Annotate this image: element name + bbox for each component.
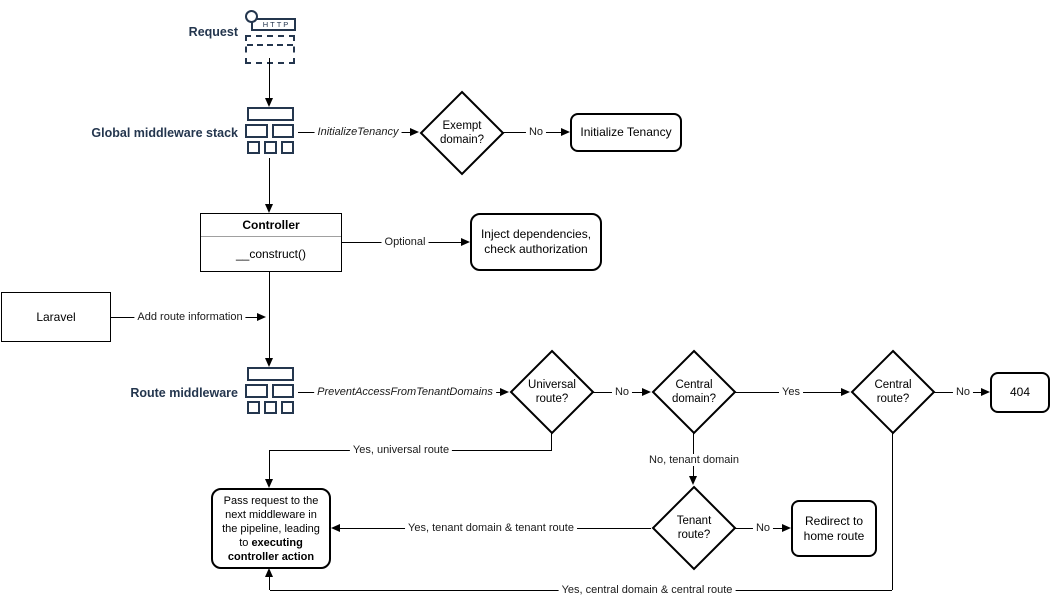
decision-label: Universal route? bbox=[528, 378, 576, 405]
arrowhead bbox=[461, 238, 470, 246]
middleware-stack-icon bbox=[245, 107, 296, 157]
controller-title: Controller bbox=[201, 214, 341, 237]
http-label: HTTP bbox=[251, 18, 296, 31]
arrowhead bbox=[331, 524, 340, 532]
arrowhead bbox=[981, 388, 990, 396]
global-middleware-label: Global middleware stack bbox=[91, 126, 238, 140]
arrowhead bbox=[689, 476, 697, 485]
decision-label: Central domain? bbox=[671, 378, 717, 405]
decision-label: Tenant route? bbox=[676, 514, 712, 541]
decision-exempt-domain: Exempt domain? bbox=[419, 90, 505, 176]
http-request-icon: HTTP bbox=[245, 8, 297, 64]
request-label: Request bbox=[188, 25, 238, 39]
middleware-stack-icon bbox=[245, 367, 296, 417]
arrowhead bbox=[265, 568, 273, 577]
label-optional: Optional bbox=[381, 236, 429, 248]
arrowhead bbox=[265, 358, 273, 367]
dashed-divider bbox=[247, 44, 293, 46]
arrowhead bbox=[265, 479, 273, 488]
controller-constructor: __construct() bbox=[235, 247, 307, 261]
redirect-home-node: Redirect to home route bbox=[791, 500, 877, 557]
label-add-route-information: Add route information bbox=[134, 311, 246, 323]
dashed-body bbox=[245, 35, 295, 64]
arrowhead bbox=[410, 128, 419, 136]
diamond-shape bbox=[651, 349, 737, 435]
arrowhead bbox=[782, 524, 791, 532]
diamond-shape bbox=[509, 349, 595, 435]
inject-dependencies-node: Inject dependencies, check authorization bbox=[470, 213, 602, 271]
label-central-domain-no: No, tenant domain bbox=[646, 454, 742, 466]
pass-request-text: Pass request to the next middleware in t… bbox=[222, 494, 320, 563]
label-universal-no: No bbox=[611, 386, 633, 398]
decision-central-route: Central route? bbox=[850, 349, 936, 435]
initialize-tenancy-node: Initialize Tenancy bbox=[570, 113, 682, 152]
pass-request-node: Pass request to the next middleware in t… bbox=[211, 488, 331, 569]
diamond-shape bbox=[850, 349, 936, 435]
label-prevent-access-middleware: PreventAccessFromTenantDomains bbox=[314, 386, 496, 398]
arrowhead bbox=[265, 204, 273, 213]
label-tenant-yes: Yes, tenant domain & tenant route bbox=[405, 522, 577, 534]
decision-universal-route: Universal route? bbox=[509, 349, 595, 435]
404-node: 404 bbox=[990, 372, 1050, 413]
label-central-domain-yes: Yes bbox=[779, 386, 803, 398]
decision-tenant-route: Tenant route? bbox=[651, 485, 737, 571]
label-tenant-no: No bbox=[752, 522, 774, 534]
label-initialize-tenancy-middleware: InitializeTenancy bbox=[314, 126, 402, 138]
label-central-route-yes: Yes, central domain & central route bbox=[558, 584, 736, 596]
arrowhead bbox=[642, 388, 651, 396]
controller-node: Controller __construct() bbox=[200, 213, 342, 272]
arrowhead bbox=[841, 388, 850, 396]
diamond-shape bbox=[419, 90, 505, 176]
diamond-shape bbox=[651, 485, 737, 571]
arrowhead bbox=[561, 128, 570, 136]
route-middleware-label: Route middleware bbox=[130, 386, 238, 400]
decision-label: Central route? bbox=[874, 378, 912, 405]
label-exempt-no: No bbox=[525, 126, 547, 138]
arrowhead bbox=[500, 388, 509, 396]
arrowhead bbox=[265, 98, 273, 107]
laravel-node: Laravel bbox=[1, 292, 111, 342]
label-central-route-no: No bbox=[952, 386, 974, 398]
circle-glyph bbox=[245, 10, 258, 23]
arrowhead bbox=[257, 313, 266, 321]
decision-central-domain: Central domain? bbox=[651, 349, 737, 435]
decision-label: Exempt domain? bbox=[439, 119, 485, 146]
label-universal-yes: Yes, universal route bbox=[349, 444, 453, 456]
